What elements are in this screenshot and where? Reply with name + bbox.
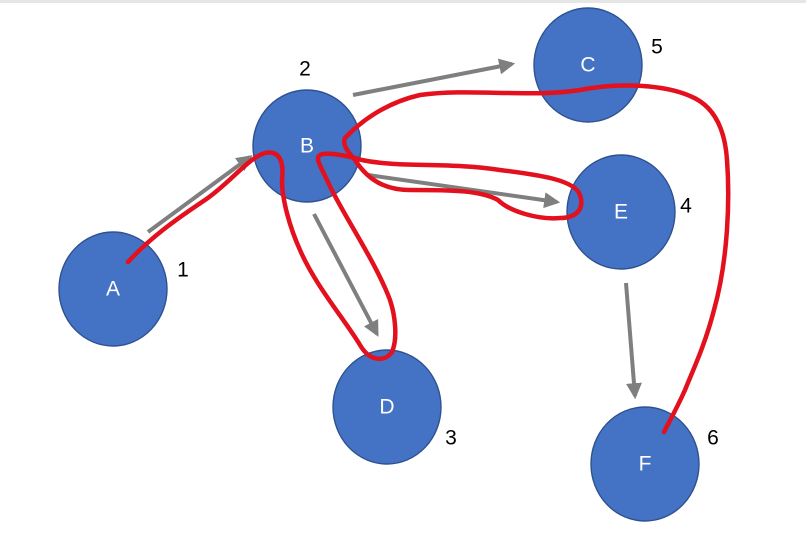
node-a: A1 — [58, 231, 189, 347]
edge-b-to-e-arrow — [367, 173, 561, 209]
node-b-order-number: 2 — [299, 58, 311, 81]
edge-a-to-b-arrow — [146, 155, 253, 234]
trace-segment-a-to-b-to-d — [125, 135, 584, 361]
node-c-label: C — [580, 54, 595, 77]
node-b-label: B — [300, 135, 314, 158]
edge-b-to-d-arrow — [312, 213, 379, 337]
edge-b-to-c-arrow — [352, 58, 516, 97]
node-a-order-number: 1 — [177, 259, 189, 282]
node-c: C5 — [533, 7, 663, 123]
edges-layer — [146, 58, 642, 400]
node-f-circle — [590, 406, 700, 522]
top-divider — [0, 0, 806, 3]
trace-layer — [125, 83, 731, 435]
node-f: F6 — [590, 406, 719, 522]
node-a-circle — [58, 231, 168, 347]
trace-segment-b-to-c-to-f — [342, 83, 731, 435]
node-e-label: E — [614, 201, 628, 224]
node-d-order-number: 3 — [445, 427, 457, 450]
node-e-circle — [566, 154, 676, 270]
node-d-circle — [332, 349, 442, 465]
node-b: B2 — [252, 58, 362, 203]
node-a-label: A — [106, 278, 120, 301]
node-f-order-number: 6 — [707, 427, 719, 450]
node-c-order-number: 5 — [651, 36, 663, 59]
node-f-label: F — [639, 453, 652, 476]
node-d-label: D — [379, 396, 394, 419]
node-d: D3 — [332, 349, 457, 465]
edge-e-to-f-arrow — [624, 282, 642, 400]
node-e-order-number: 4 — [680, 195, 692, 218]
node-b-circle — [252, 89, 362, 203]
